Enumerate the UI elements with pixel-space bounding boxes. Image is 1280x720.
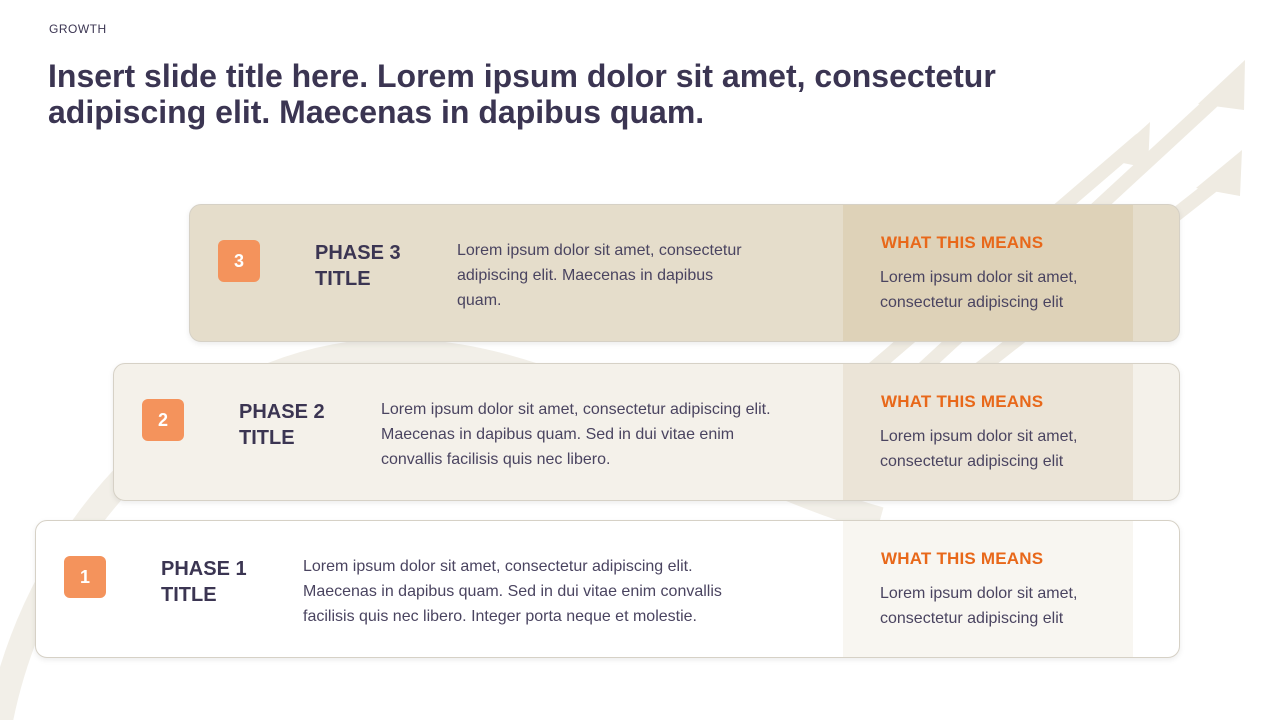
means-text: Lorem ipsum dolor sit amet, consectetur … — [880, 269, 1078, 311]
phase-title: PHASE 2 TITLE — [239, 401, 325, 449]
what-this-means-panel: WHAT THIS MEANS Lorem ipsum dolor sit am… — [843, 521, 1133, 657]
phase-number-badge: 1 — [64, 556, 106, 598]
phase-number-badge: 3 — [218, 240, 260, 282]
phase-description: Lorem ipsum dolor sit amet, consectetur … — [303, 558, 722, 625]
means-heading: WHAT THIS MEANS — [881, 233, 1044, 252]
phase-title: PHASE 3 TITLE — [315, 242, 401, 290]
phase-2-card: 2 PHASE 2 TITLE Lorem ipsum dolor sit am… — [113, 363, 1180, 501]
section-label: GROWTH — [49, 22, 107, 36]
phase-description: Lorem ipsum dolor sit amet, consectetur … — [457, 242, 742, 309]
what-this-means-panel: WHAT THIS MEANS Lorem ipsum dolor sit am… — [843, 205, 1133, 341]
phase-1-card: 1 PHASE 1 TITLE Lorem ipsum dolor sit am… — [35, 520, 1180, 658]
means-heading: WHAT THIS MEANS — [881, 549, 1044, 568]
means-text: Lorem ipsum dolor sit amet, consectetur … — [880, 428, 1078, 470]
phase-description: Lorem ipsum dolor sit amet, consectetur … — [381, 401, 771, 468]
phase-3-card: 3 PHASE 3 TITLE Lorem ipsum dolor sit am… — [189, 204, 1180, 342]
means-heading: WHAT THIS MEANS — [881, 392, 1044, 411]
what-this-means-panel: WHAT THIS MEANS Lorem ipsum dolor sit am… — [843, 364, 1133, 500]
slide-title: Insert slide title here. Lorem ipsum dol… — [48, 58, 996, 130]
means-text: Lorem ipsum dolor sit amet, consectetur … — [880, 585, 1078, 627]
phase-title: PHASE 1 TITLE — [161, 558, 247, 606]
phase-number-badge: 2 — [142, 399, 184, 441]
